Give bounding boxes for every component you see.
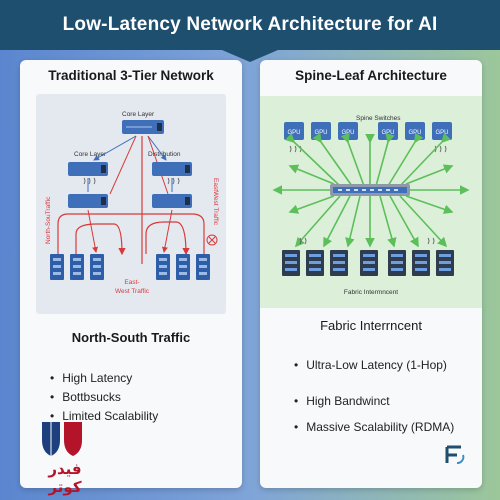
server-group-right: [156, 254, 210, 280]
access-switch-1: [68, 194, 108, 208]
spine-leaf-diagram: Spine Switches GPU GPU GPU GPU GPU GPU: [260, 96, 482, 308]
title-bar: Low-Latency Network Architecture for AI: [0, 0, 500, 50]
server-group-left: [50, 254, 104, 280]
traditional-bullets: High Latency Bottbsucks Limited Scalabil…: [50, 368, 158, 425]
distribution-switch-2: [152, 162, 192, 176]
spine-switch: [330, 184, 410, 196]
north-south-side-label: North-SouTraffic: [45, 196, 52, 244]
core-layer-label-2: Core Layer: [74, 151, 107, 158]
bullet-item: Limited Scalability: [50, 406, 158, 425]
bullet-item: Massive Scalability (RDMA): [294, 414, 454, 440]
spine-switches-label: Spine Switches: [356, 115, 401, 122]
bullet-item: High Bandwinct: [294, 388, 454, 414]
spine-leaf-heading: Spine-Leaf Architecture: [295, 68, 447, 83]
traditional-panel: Traditional 3-Tier Network Core Layer Co…: [20, 60, 242, 488]
east-west-side-label: EastWest Traffic: [212, 178, 219, 226]
gpu-label: GPU: [381, 130, 394, 136]
corner-logo-icon: [444, 444, 466, 466]
spine-leaf-bullets: Ultra-Low Latency (1-Hop) High Bandwinct…: [294, 352, 454, 440]
core-switch: [122, 120, 164, 134]
three-tier-svg: Core Layer Core Layer Distribution: [45, 111, 219, 295]
blocked-icon: [206, 234, 218, 246]
distribution-label: Distribution: [148, 151, 181, 158]
mesh-lines-top: [272, 132, 470, 214]
brand-logo: فیدر کوتر: [30, 418, 100, 496]
bullet-item: Bottbsucks: [50, 387, 158, 406]
gpu-top-row: GPU GPU GPU GPU GPU GPU: [284, 122, 452, 140]
bullet-item: Ultra-Low Latency (1-Hop): [294, 352, 454, 378]
fabric-label: Fabric Intermncent: [344, 289, 398, 296]
spine-leaf-panel: Spine-Leaf Architecture Spine Switches G…: [260, 60, 482, 488]
core-layer-label: Core Layer: [122, 111, 155, 118]
distribution-switch-1: [68, 162, 108, 176]
mesh-lines-bottom: [294, 195, 448, 248]
bullet-item: High Latency: [50, 368, 158, 387]
spine-leaf-svg: Spine Switches GPU GPU GPU GPU GPU GPU: [272, 115, 470, 296]
east-west-label-line2: West Traffic: [115, 288, 150, 295]
north-south-heading: North-South Traffic: [71, 330, 191, 345]
three-tier-diagram: Core Layer Core Layer Distribution: [36, 94, 226, 314]
brand-shield-icon: [42, 422, 82, 456]
gpu-label: GPU: [314, 130, 327, 136]
east-west-label-line1: East-: [124, 279, 139, 286]
page-title: Low-Latency Network Architecture for AI: [62, 14, 438, 35]
brand-logo-text: فیدر کوتر: [48, 460, 82, 496]
title-notch: [222, 50, 278, 62]
traditional-heading: Traditional 3-Tier Network: [48, 68, 214, 83]
gpu-label: GPU: [408, 130, 421, 136]
gpu-label: GPU: [287, 130, 300, 136]
gpu-label: GPU: [435, 130, 448, 136]
access-switch-2: [152, 194, 192, 208]
gpu-label: GPU: [341, 130, 354, 136]
fabric-heading: Fabric Interrncent: [320, 318, 422, 333]
leaf-servers: [282, 250, 454, 276]
